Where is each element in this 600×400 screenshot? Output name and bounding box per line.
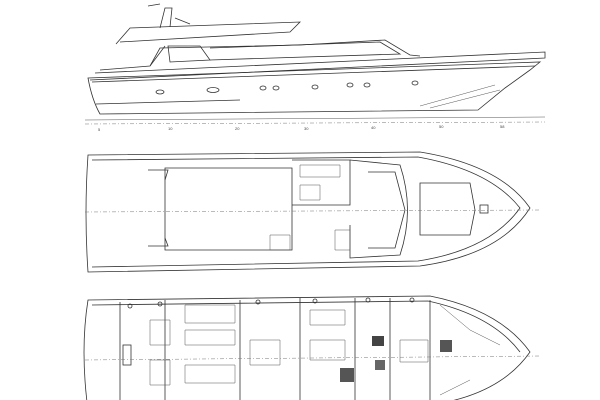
scale-ruler: 5 10 20 30 40 50 58 (98, 124, 505, 132)
scale-label: 58 (500, 124, 505, 129)
upper-deck-plan (84, 151, 541, 273)
lower-deck-plan (83, 295, 541, 400)
scale-label: 50 (439, 124, 444, 129)
scale-label: 30 (304, 126, 309, 131)
scale-label: 5 (98, 127, 101, 132)
scale-label: 20 (235, 126, 240, 131)
profile-view (84, 3, 546, 125)
scale-label: 10 (168, 126, 173, 131)
scale-label: 40 (371, 125, 376, 130)
